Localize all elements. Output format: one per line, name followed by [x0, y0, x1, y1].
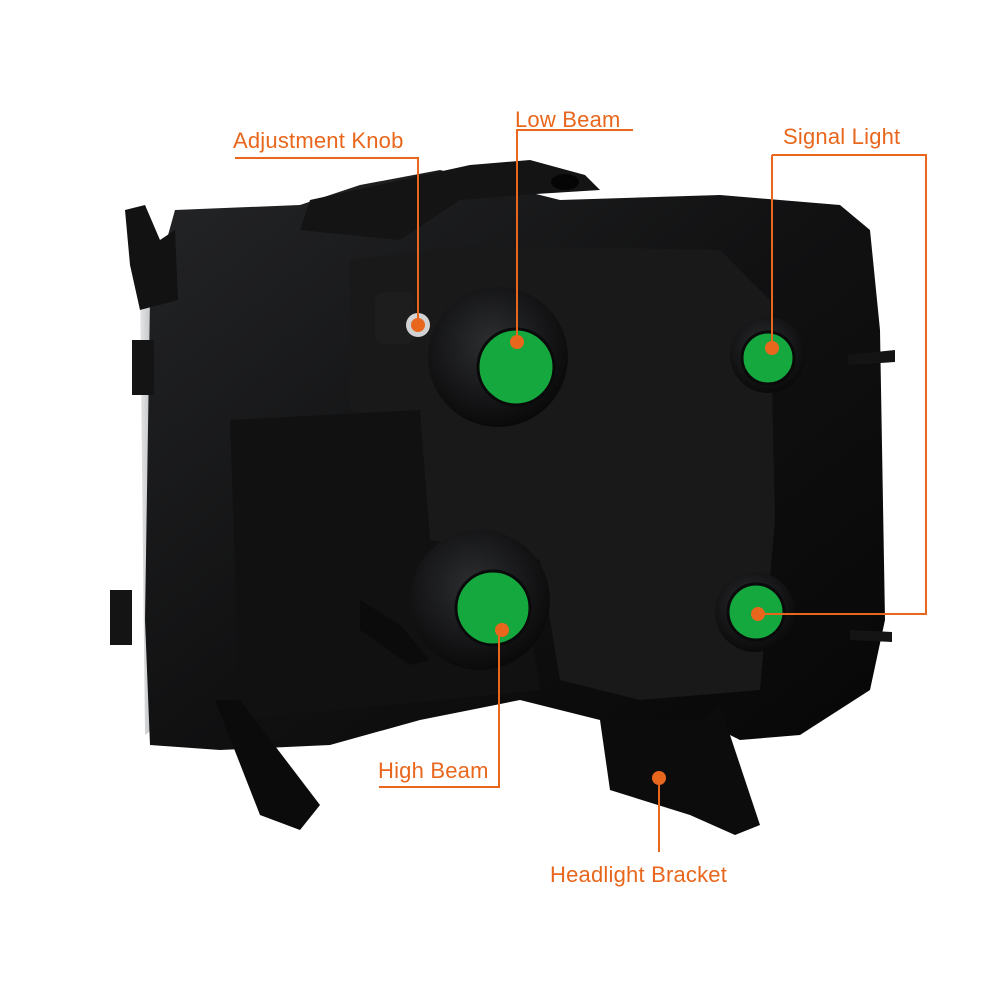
left-top-clip [125, 205, 178, 310]
dot-adjustment [411, 318, 425, 332]
dot-high-beam [495, 623, 509, 637]
callout-lines [235, 129, 927, 852]
high-beam-highlight [454, 569, 532, 647]
headlight-bracket-label: Headlight Bracket [550, 862, 728, 887]
low-beam-label: Low Beam [515, 107, 621, 132]
dot-bracket [652, 771, 666, 785]
left-clip-1 [132, 340, 154, 395]
dot-signal-bottom [751, 607, 765, 621]
signal-top-highlight [740, 330, 796, 386]
left-clip-2 [110, 590, 132, 645]
high-beam-label: High Beam [378, 758, 489, 783]
signal-light-label: Signal Light [783, 124, 901, 149]
headlight-bracket [600, 705, 760, 835]
left-bracket [215, 700, 320, 830]
callout-dots [411, 318, 779, 785]
dot-signal-top [765, 341, 779, 355]
right-pin-1 [848, 350, 895, 365]
callout-line-signal [758, 154, 927, 615]
callout-line-low-beam [516, 129, 633, 342]
callout-line-high-beam [379, 630, 500, 788]
dot-low-beam [510, 335, 524, 349]
callout-line-adjustment [235, 157, 419, 325]
right-pin-2 [850, 630, 892, 642]
mid-bracket-tab [360, 600, 430, 665]
adjustment-knob-label: Adjustment Knob [233, 128, 404, 153]
adjustment-knob-housing [375, 292, 415, 344]
top-mount-tab [300, 160, 600, 240]
